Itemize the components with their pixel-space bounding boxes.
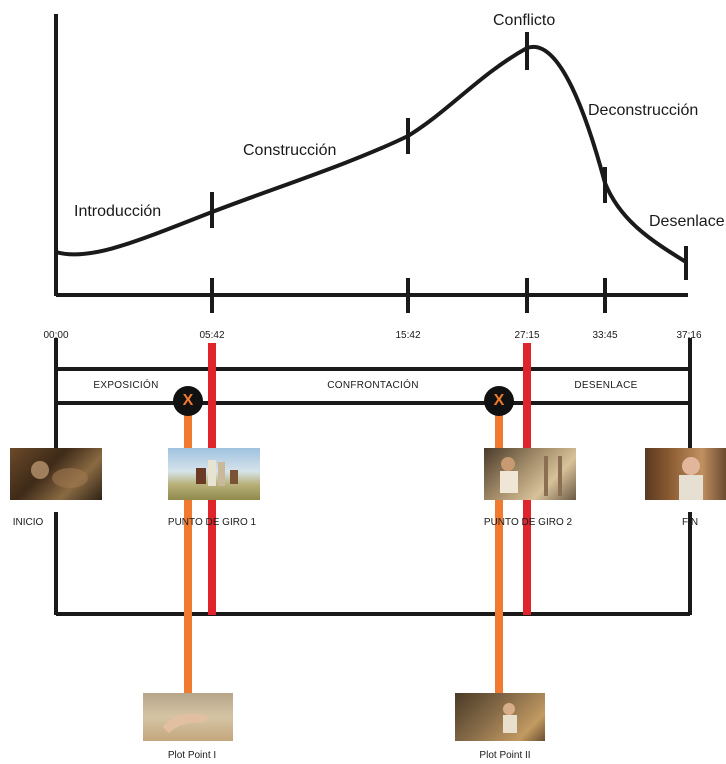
caption-plot-point-1: Plot Point I [167, 750, 217, 761]
turning-point-x-icon: X [173, 386, 203, 416]
turning-point-x-icon: X [484, 386, 514, 416]
phase-label-introduccion: Introducción [74, 203, 162, 220]
phase-label-construccion: Construcción [243, 142, 337, 159]
timestamp-label: 05:42 [199, 330, 225, 341]
phase-label-conflicto: Conflicto [493, 12, 556, 29]
caption-plot-point-2: Plot Point II [479, 750, 531, 761]
frame-thumbnail-plot-point-2 [455, 693, 545, 741]
caption-punto-giro-1: PUNTO DE GIRO 1 [167, 517, 257, 528]
caption-punto-giro-2: PUNTO DE GIRO 2 [483, 517, 573, 528]
caption-inicio: INICIO [12, 517, 44, 528]
frame-thumbnail-fin [645, 448, 726, 500]
timestamp-label: 33:45 [592, 330, 618, 341]
act-label-desenlace: DESENLACE [574, 380, 638, 391]
phase-label-desenlace: Desenlace [649, 213, 725, 230]
timestamp-label: 27:15 [514, 330, 540, 341]
frame-thumbnail-inicio [10, 448, 102, 500]
dramatic-arc-curve [55, 44, 688, 264]
frame-thumbnail-plot-point-1 [143, 693, 233, 741]
phase-label-deconstruccion: Deconstrucción [588, 102, 699, 119]
timestamp-label: 37:16 [676, 330, 702, 341]
frame-thumbnail-punto-giro-2 [484, 448, 576, 500]
timestamp-label: 00:00 [43, 330, 69, 341]
frame-thumbnail-punto-giro-1 [168, 448, 260, 500]
act-label-confrontacion: CONFRONTACIÓN [327, 380, 419, 391]
orange-marker-plot-point-1 [184, 400, 192, 700]
orange-marker-plot-point-2 [495, 400, 503, 700]
caption-fin: FIN [681, 517, 699, 528]
timestamp-label: 15:42 [395, 330, 421, 341]
act-label-exposicion: EXPOSICIÓN [93, 380, 159, 391]
